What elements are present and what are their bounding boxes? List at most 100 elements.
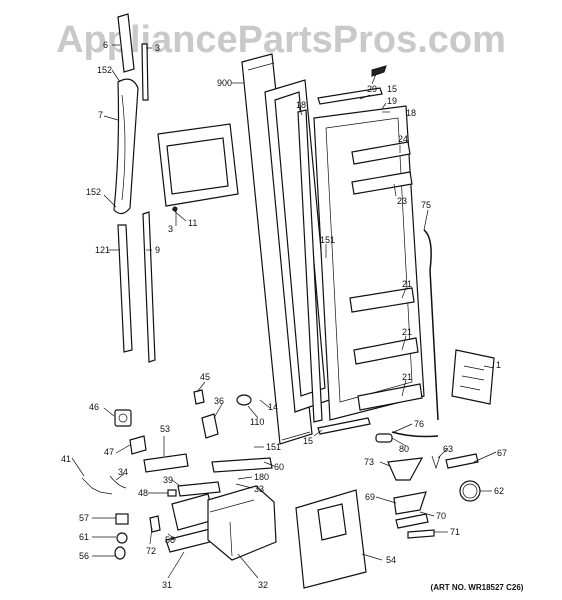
lever-part [149, 515, 161, 533]
callout-label: 18 [296, 100, 306, 110]
callout-label: 7 [98, 110, 103, 120]
top-trim-right [141, 43, 149, 101]
callout-label: 57 [79, 513, 89, 523]
callout-label: 76 [414, 419, 424, 429]
callout-label: 31 [162, 580, 172, 590]
breaker-strip [297, 109, 323, 423]
callout-label: 23 [397, 196, 407, 206]
callout-label: 24 [398, 134, 408, 144]
callout-label: 21 [402, 372, 412, 382]
callout-label: 46 [89, 402, 99, 412]
callout-label: 14 [268, 402, 278, 412]
bottom-trim-right [142, 211, 156, 363]
valve-part [114, 546, 126, 560]
callout-label: 36 [214, 396, 224, 406]
chute-lever [395, 513, 429, 529]
callout-label: 3 [168, 224, 173, 234]
callout-label: 11 [188, 218, 197, 228]
callout-label: 80 [399, 444, 409, 454]
callout-label: 19 [387, 96, 397, 106]
callout-label: 110 [250, 417, 264, 427]
callout-label: 39 [163, 475, 173, 485]
callout-label: 29 [367, 84, 377, 94]
callout-labels: 6 3 152 7 152 121 9 11 3 900 29 15 19 18… [61, 40, 507, 590]
callout-label: 6 [103, 40, 108, 50]
dispenser-housing [207, 485, 277, 561]
liner-bottom-strip [317, 417, 371, 435]
door-shelf-middle [349, 287, 415, 313]
door-shelf-top-1 [351, 141, 411, 165]
water-tube [423, 229, 439, 421]
callout-label: 53 [160, 424, 170, 434]
callout-label: 60 [274, 462, 284, 472]
chute-pad [407, 529, 435, 539]
small-clip [167, 489, 177, 497]
guide-part [177, 481, 221, 497]
callout-label: 152 [97, 65, 112, 75]
callout-label: 70 [436, 511, 446, 521]
callout-label: 152 [86, 187, 101, 197]
callout-label: 62 [494, 486, 504, 496]
dispenser-recess [295, 489, 367, 589]
callout-label: 45 [200, 372, 210, 382]
callout-label: 73 [364, 457, 374, 467]
callout-label: 75 [421, 200, 431, 210]
art-number: (ART NO. WR18527 C26) [431, 583, 524, 592]
callout-label: 63 [443, 444, 453, 454]
dispenser-trim-frame [157, 123, 239, 212]
door-shelf-top-2 [351, 171, 413, 195]
callout-label: 56 [79, 551, 89, 561]
callout-label: 151 [266, 442, 281, 452]
callout-label: 15 [387, 84, 397, 94]
callout-label: 1 [496, 360, 501, 370]
door-shelf-lower [353, 337, 419, 365]
wiring-harness [81, 475, 127, 495]
instruction-card [451, 349, 495, 405]
callout-label: 15 [303, 436, 313, 446]
callout-label: 180 [254, 472, 269, 482]
callout-label: 47 [104, 447, 114, 457]
callout-label: 61 [79, 532, 89, 542]
door-handle [113, 78, 139, 215]
callout-label: 54 [386, 555, 396, 565]
light-bulb [236, 394, 252, 406]
callout-label: 151 [320, 235, 335, 245]
hinge-part [445, 453, 479, 469]
callout-label: 121 [95, 245, 110, 255]
top-trim-left [117, 13, 135, 73]
bracket-part [201, 413, 219, 439]
callout-label: 69 [365, 492, 375, 502]
callout-label: 21 [402, 327, 412, 337]
callout-label: 71 [450, 527, 460, 537]
bottom-trim-left [117, 224, 133, 353]
button-part [114, 409, 132, 427]
callout-label: 48 [138, 488, 148, 498]
liner-top-strip [317, 87, 383, 105]
connector-part [115, 513, 129, 525]
chute-door [393, 491, 427, 515]
callout-label: 72 [146, 546, 156, 556]
callout-label: 58 [165, 535, 175, 545]
feeder-bracket [375, 433, 393, 443]
cover-plate [143, 453, 189, 473]
clip-part [371, 65, 387, 77]
callout-label: 18 [406, 108, 416, 118]
knob-part [116, 532, 128, 544]
callout-label: 900 [217, 78, 232, 88]
callout-label: 3 [155, 43, 160, 53]
spring-part [431, 455, 441, 470]
actuator-part [193, 389, 205, 405]
door-shelf-bottom [357, 383, 423, 411]
callout-label: 41 [61, 454, 71, 464]
callout-label: 21 [402, 279, 412, 289]
water-tube-lower [391, 431, 439, 438]
leader-lines [71, 44, 497, 579]
seal-ring [459, 480, 481, 502]
callout-label: 9 [155, 245, 160, 255]
switch-part [129, 435, 147, 455]
callout-label: 32 [258, 580, 268, 590]
callout-label: 67 [497, 448, 507, 458]
handle-bar [211, 457, 273, 473]
ice-chute [387, 457, 424, 481]
